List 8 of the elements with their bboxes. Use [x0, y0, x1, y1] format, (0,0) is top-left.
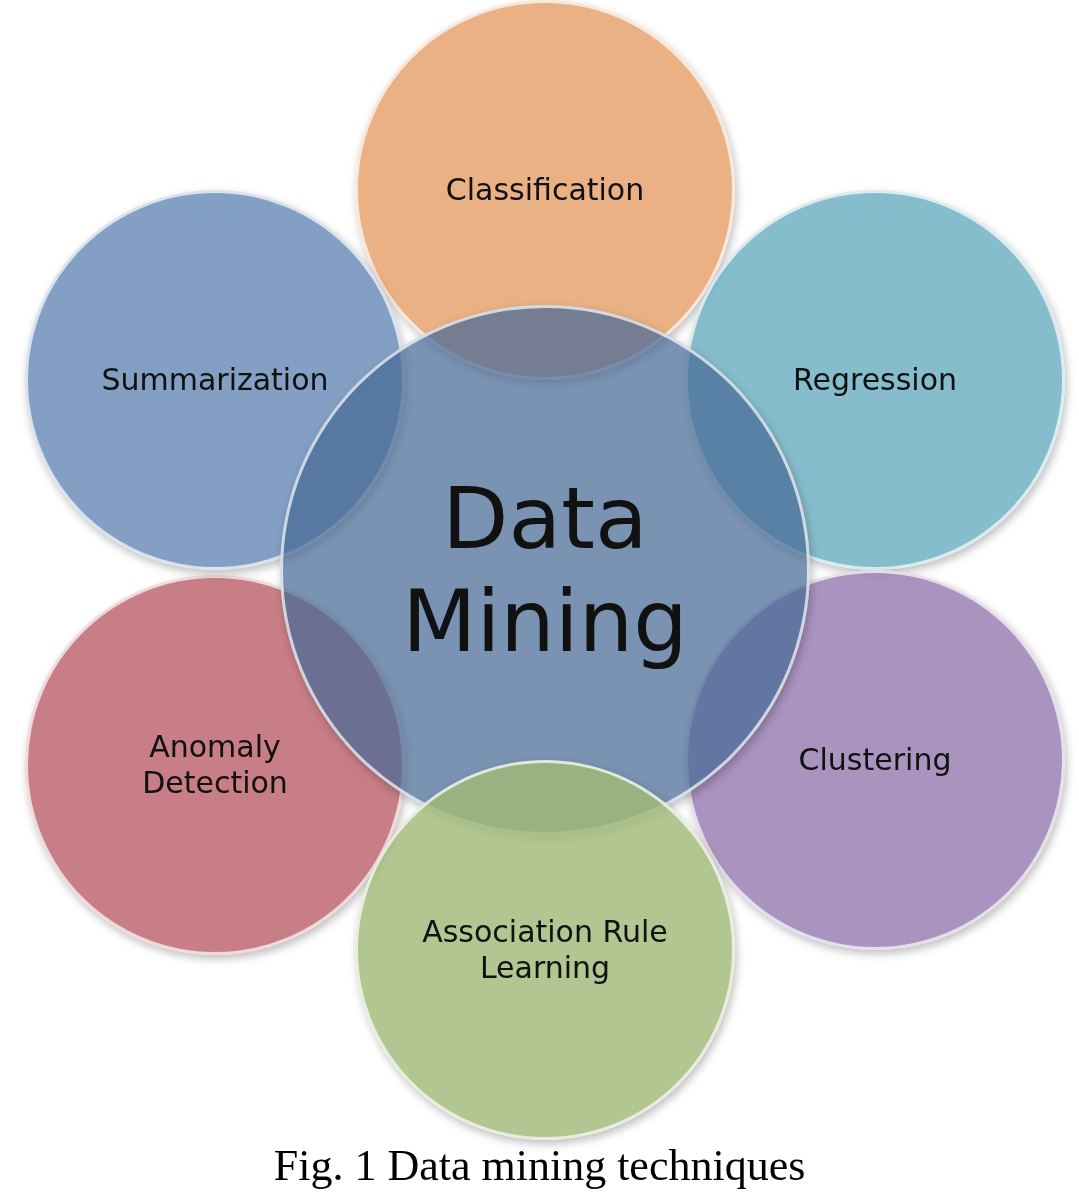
- technique-label: Regression: [791, 362, 959, 398]
- figure-caption: Fig. 1 Data mining techniques: [272, 1140, 807, 1191]
- technique-label: Association Rule Learning: [421, 914, 669, 986]
- center-title: Data Mining: [401, 466, 689, 673]
- technique-label: Anomaly Detection: [141, 729, 289, 801]
- technique-label: Summarization: [100, 362, 330, 398]
- technique-label: Clustering: [797, 742, 953, 778]
- technique-label: Classification: [444, 172, 646, 208]
